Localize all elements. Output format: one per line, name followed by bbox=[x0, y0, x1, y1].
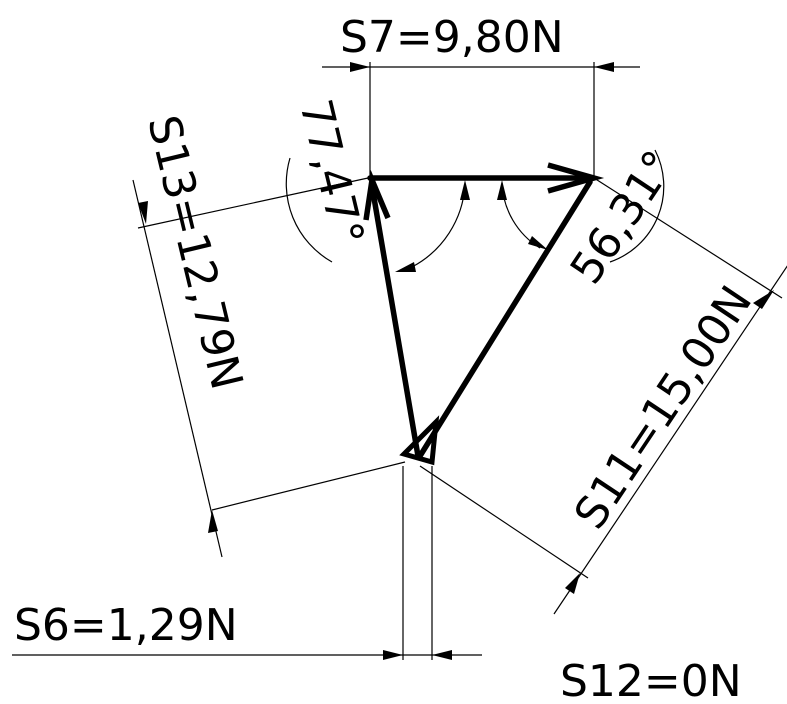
s13-arrow-top bbox=[138, 201, 148, 224]
angle-left-outer-arc bbox=[285, 157, 333, 263]
vector-s13-arrowhead bbox=[363, 169, 391, 221]
force-vectors bbox=[363, 162, 605, 466]
s7-arrow-left bbox=[350, 62, 370, 72]
s11-extension-bottom bbox=[419, 465, 589, 579]
s7-dimension: S7=9,80N bbox=[322, 12, 640, 178]
s6-arrow-left bbox=[383, 650, 403, 660]
s13-extension-bottom bbox=[211, 461, 406, 511]
s7-arrow-right bbox=[594, 62, 614, 72]
angle-right: 56,31° bbox=[497, 142, 685, 293]
angle-left-arrow-2 bbox=[395, 262, 416, 272]
s11-extension-top bbox=[593, 177, 783, 299]
s11-arrow-top bbox=[753, 290, 774, 309]
angle-left: 77,47° bbox=[285, 95, 470, 272]
s11-label: S11=15,00N bbox=[565, 277, 763, 538]
vector-s11 bbox=[417, 179, 593, 459]
angle-right-outer-arc bbox=[609, 149, 665, 263]
s13-label: S13=12,79N bbox=[137, 111, 252, 395]
s11-dimension-line bbox=[553, 265, 787, 615]
s11-arrow-bottom bbox=[565, 573, 580, 594]
s12-label: S12=0N bbox=[560, 656, 742, 704]
s13-extension-top bbox=[137, 177, 369, 229]
angle-right-arrow-1 bbox=[497, 180, 507, 200]
s13-dimension: S13=12,79N bbox=[132, 111, 406, 558]
s13-dimension-line bbox=[132, 179, 223, 558]
s6-label: S6=1,29N bbox=[14, 600, 238, 651]
angle-left-label: 77,47° bbox=[289, 95, 373, 251]
angle-right-label: 56,31° bbox=[561, 142, 686, 293]
vector-s7-arrowhead bbox=[547, 162, 605, 194]
s6-dimension: S6=1,29N bbox=[12, 466, 482, 660]
angle-left-arrow-1 bbox=[460, 180, 470, 200]
vector-s13 bbox=[369, 183, 421, 459]
angle-left-inner-arc bbox=[411, 184, 466, 268]
s13-arrow-bottom bbox=[208, 510, 218, 533]
s7-label: S7=9,80N bbox=[340, 12, 564, 63]
s6-arrow-right bbox=[432, 650, 452, 660]
angle-right-arrow-2 bbox=[528, 236, 548, 250]
